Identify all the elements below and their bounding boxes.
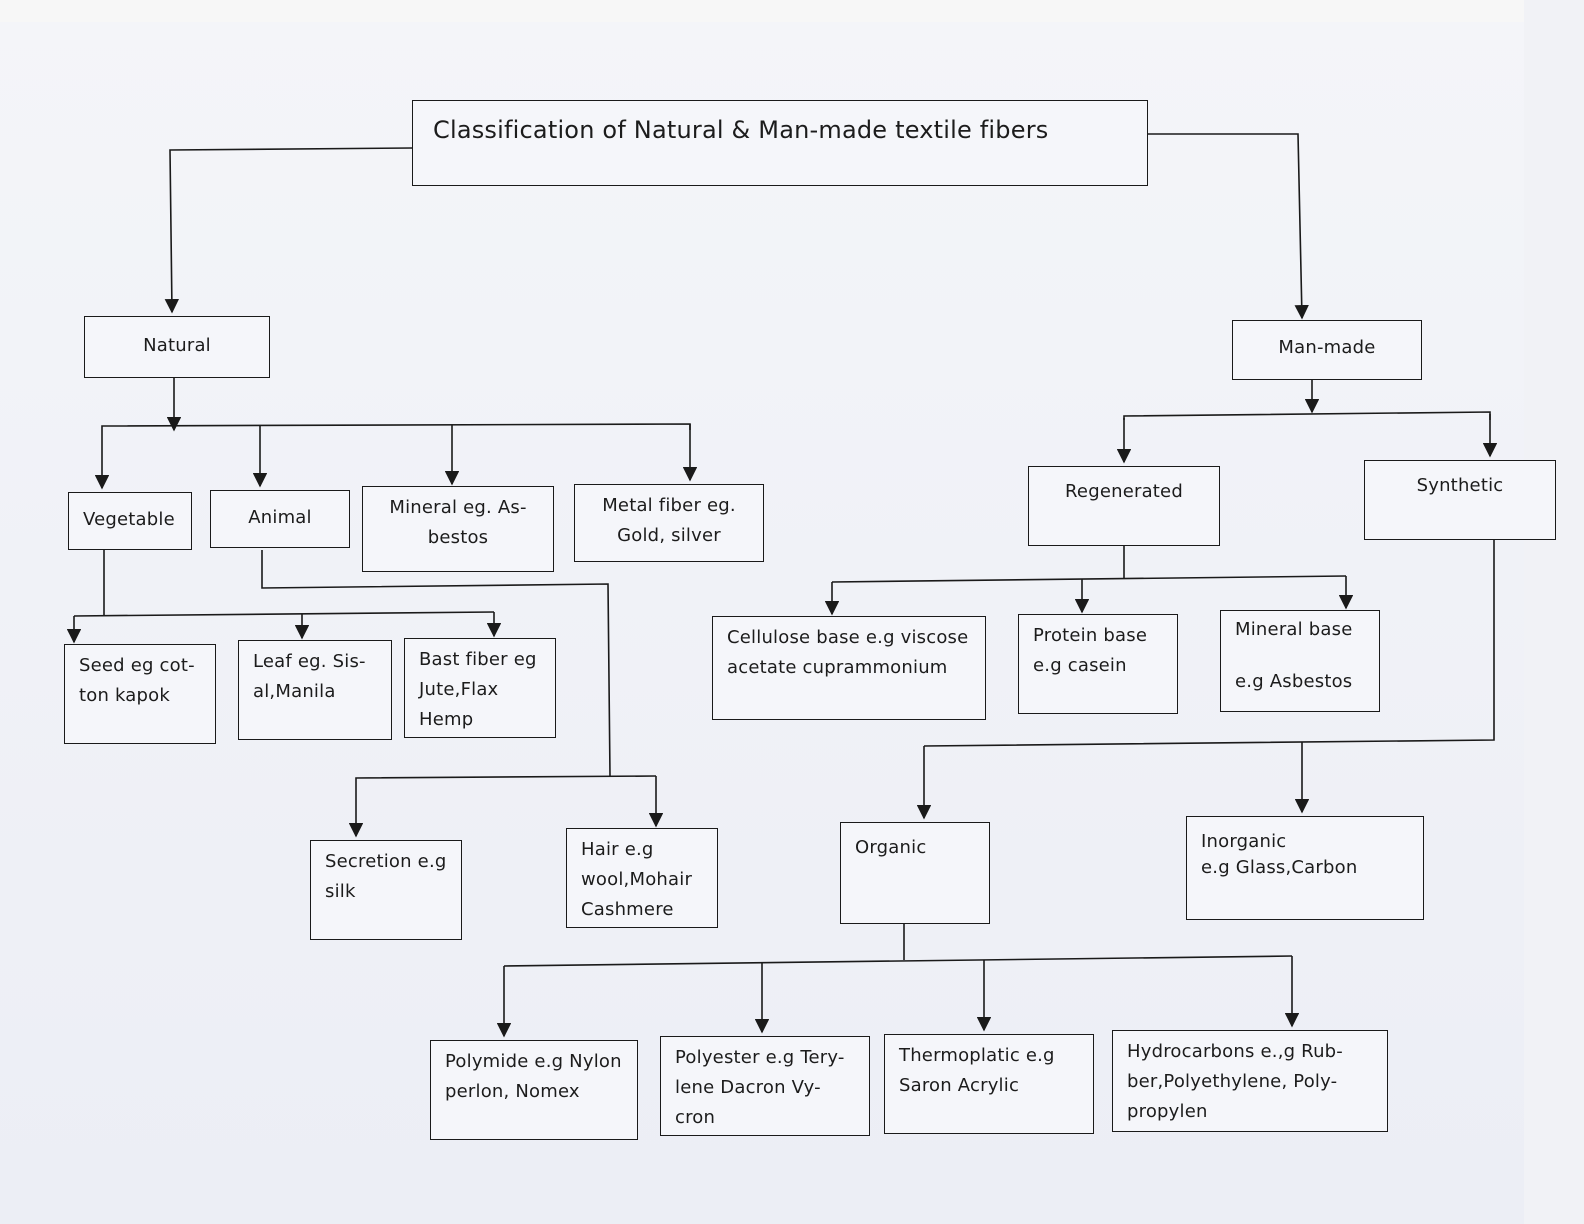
hydrocarbons-box: Hydrocarbons e.,g Rub- ber,Polyethylene,…	[1112, 1030, 1388, 1132]
thermoplatic-box: Thermoplatic e.g Saron Acrylic	[884, 1034, 1094, 1134]
natural-box: Natural	[84, 316, 270, 378]
polyester-box: Polyester e.g Tery- lene Dacron Vy- cron	[660, 1036, 870, 1136]
polymide-box: Polymide e.g Nylon perlon, Nomex	[430, 1040, 638, 1140]
edge-animal-path	[261, 550, 611, 777]
edge-synthetic-path	[923, 540, 1495, 747]
vegetable-bus	[73, 611, 495, 617]
animal-box: Animal	[210, 490, 350, 548]
manmade-box: Man-made	[1232, 320, 1422, 380]
scan-top-edge	[0, 0, 1584, 22]
hair-box: Hair e.g wool,Mohair Cashmere	[566, 828, 718, 928]
leaf-box: Leaf eg. Sis- al,Manila	[238, 640, 392, 740]
natural-bus	[101, 423, 691, 432]
inorganic-box: Inorganic e.g Glass,Carbon	[1186, 816, 1424, 920]
secretion-box: Secretion e.g silk	[310, 840, 462, 940]
regenerated-bus	[831, 575, 1347, 583]
seed-box: Seed eg cot- ton kapok	[64, 644, 216, 744]
protein-box: Protein base e.g casein	[1018, 614, 1178, 714]
bast-box: Bast fiber eg Jute,Flax Hemp	[404, 638, 556, 738]
synthetic-box: Synthetic	[1364, 460, 1556, 540]
mineral-box: Mineral eg. As- bestos	[362, 486, 554, 572]
edge-title-natural	[164, 147, 413, 314]
metal-box: Metal fiber eg. Gold, silver	[574, 484, 764, 562]
edge-title-manmade	[1140, 133, 1309, 320]
cellulose-box: Cellulose base e.g viscose acetate cupra…	[712, 616, 986, 720]
title-box: Classification of Natural & Man-made tex…	[412, 100, 1148, 186]
organic-box: Organic	[840, 822, 990, 924]
vegetable-box: Vegetable	[68, 492, 192, 550]
manmade-bus	[1123, 411, 1491, 420]
regenerated-box: Regenerated	[1028, 466, 1220, 546]
animal-bus	[355, 775, 657, 780]
scan-right-edge	[1524, 0, 1584, 1224]
mineral-base-box: Mineral base e.g Asbestos	[1220, 610, 1380, 712]
organic-bus	[503, 955, 1293, 967]
